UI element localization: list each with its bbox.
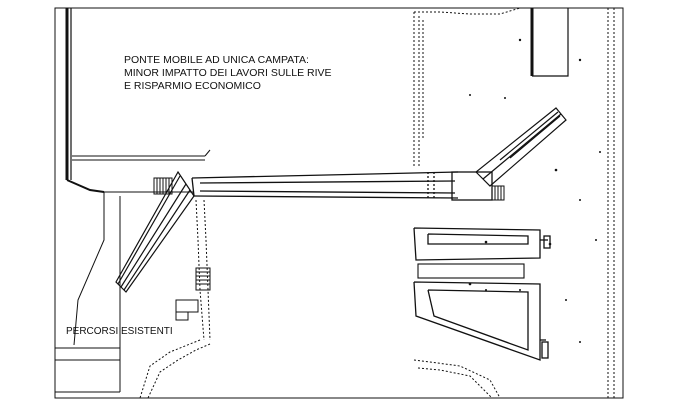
- left-shore-path: [72, 149, 211, 392]
- right-lower-block: [413, 281, 549, 361]
- right-bridge-leaf: [475, 107, 567, 187]
- right-upper-block: [413, 227, 551, 261]
- right-abutment: [451, 171, 505, 201]
- note-line-1: PONTE MOBILE AD UNICA CAMPATA:: [124, 54, 309, 66]
- site-dots: [468, 38, 601, 343]
- left-small-structure: [175, 299, 199, 313]
- drawing-frame: [54, 7, 624, 399]
- bridge-design-note: PONTE MOBILE AD UNICA CAMPATA: MINOR IMP…: [124, 54, 332, 93]
- existing-paths-label: PERCORSI ESISTENTI: [66, 326, 173, 337]
- note-line-3: E RISPARMIO ECONOMICO: [124, 80, 261, 92]
- right-lower-dotted: [413, 359, 501, 399]
- left-canal-edge: [65, 8, 105, 193]
- left-lower-buildings: [139, 199, 211, 399]
- left-steps: [153, 177, 173, 195]
- bridge-deck: [191, 171, 459, 199]
- upper-center-edge: [413, 7, 521, 168]
- left-steps-lower: [195, 267, 211, 291]
- central-platform: [417, 263, 525, 279]
- note-line-2: MINOR IMPATTO DEI LAVORI SULLE RIVE: [124, 67, 332, 79]
- right-edges: [607, 8, 615, 398]
- lower-left-contour: [55, 347, 120, 393]
- left-small-structure-b: [175, 311, 189, 321]
- upper-right-building: [530, 8, 569, 77]
- left-bridge-leaf: [115, 170, 195, 293]
